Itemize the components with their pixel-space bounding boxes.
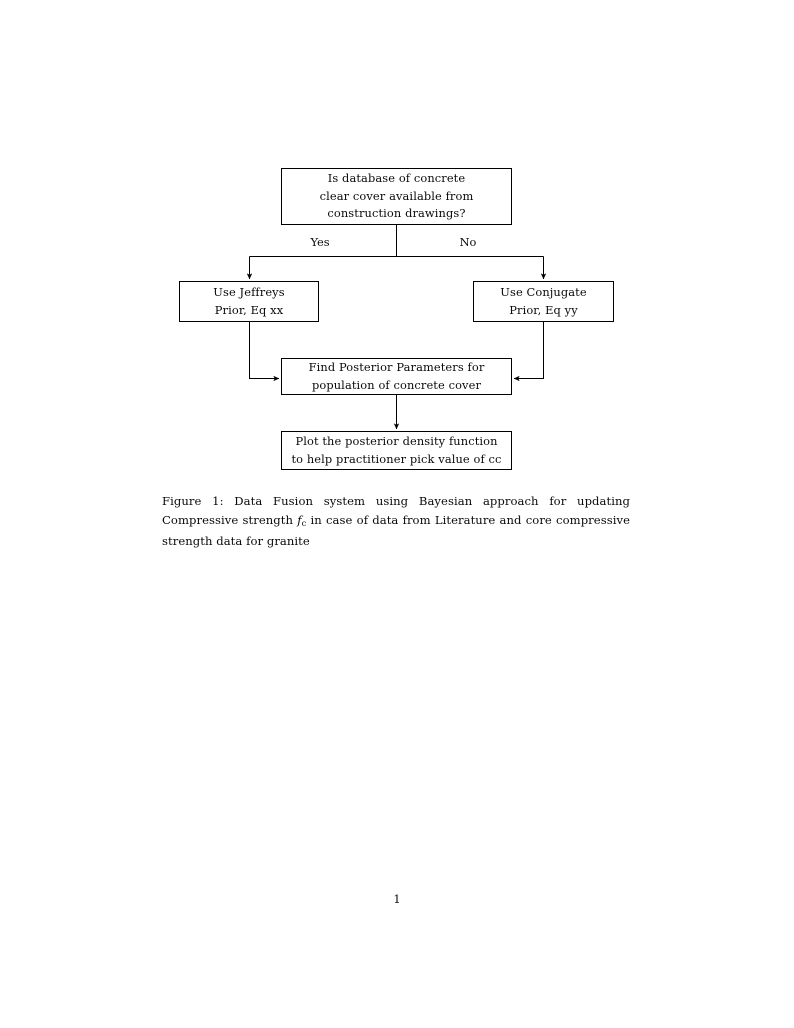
caption-label: Figure 1: [162, 494, 224, 508]
edge-jeffreys-to-posterior [248, 322, 280, 382]
flowchart-connectors [246, 225, 547, 430]
node-question-line-3: construction drawings? [327, 206, 466, 221]
figure-1: Is database of concrete clear cover avai… [0, 0, 794, 500]
page-number: 1 [393, 892, 401, 906]
edge-conjugate-to-posterior [513, 322, 545, 382]
node-conjugate-line-1: Use Conjugate [500, 285, 587, 299]
node-plot-line-1: Plot the posterior density function [295, 434, 498, 448]
figure-caption: Figure 1: Data Fusion system using Bayes… [162, 492, 630, 551]
flow-node-jeffreys-prior: Use Jeffreys Prior, Eq xx [179, 281, 319, 322]
node-jeffreys-line-1: Use Jeffreys [213, 285, 285, 299]
caption-text-before-math: Data Fusion system using Bayesian approa… [162, 494, 630, 527]
node-posterior-line-2: population of concrete cover [311, 377, 482, 392]
caption-text-after-math: in case of data from Literature and core… [162, 512, 631, 549]
node-question-line-1: Is database of concrete [327, 171, 466, 186]
caption-math-symbol: f [297, 512, 302, 527]
flow-node-question: Is database of concrete clear cover avai… [281, 168, 512, 225]
flow-node-plot-posterior-density: Plot the posterior density function to h… [281, 431, 512, 470]
node-posterior-line-1: Find Posterior Parameters for [308, 360, 485, 374]
node-plot-line-2: to help practitioner pick value of cc [291, 451, 502, 466]
flow-node-conjugate-prior: Use Conjugate Prior, Eq yy [473, 281, 614, 322]
branch-label-yes: Yes [310, 235, 330, 249]
caption-math-subscript: c [301, 517, 307, 528]
node-jeffreys-line-2: Prior, Eq xx [214, 302, 284, 317]
node-question-line-2: clear cover available from [319, 188, 474, 203]
branch-label-no: No [459, 235, 477, 249]
flow-node-find-posterior-parameters: Find Posterior Parameters for population… [281, 358, 512, 395]
node-conjugate-line-2: Prior, Eq yy [509, 302, 578, 317]
